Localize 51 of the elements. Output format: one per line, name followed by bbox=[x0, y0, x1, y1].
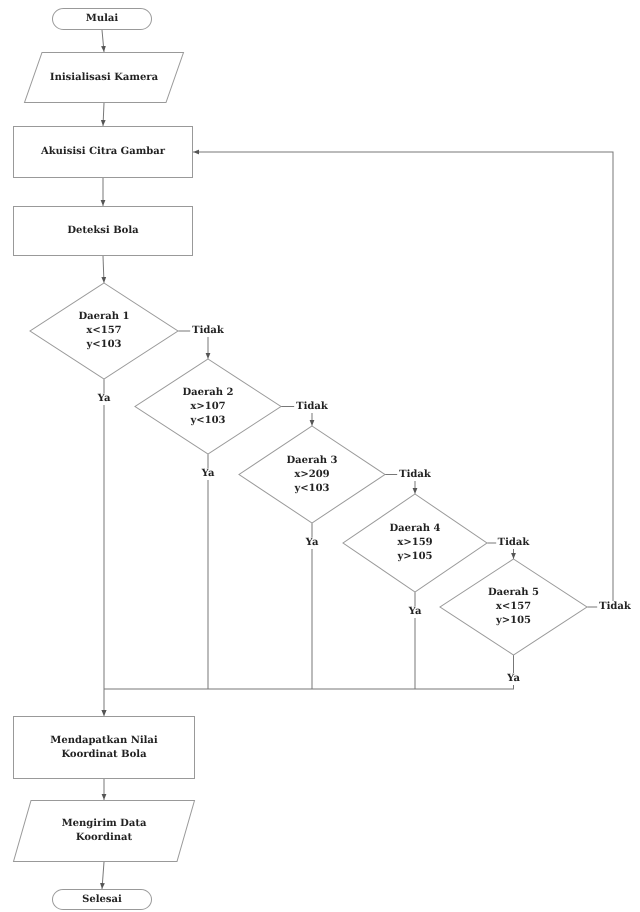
node-text: x<157 bbox=[496, 600, 532, 614]
node-text: Selesai bbox=[82, 892, 122, 906]
node-text: x<157 bbox=[86, 324, 122, 338]
node-text: Mendapatkan Nilai Koordinat Bola bbox=[49, 734, 159, 762]
node-text: y<103 bbox=[190, 414, 226, 428]
arrow bbox=[101, 256, 106, 284]
node-text: Daerah 3 bbox=[286, 454, 338, 468]
node-text: Deteksi Bola bbox=[67, 224, 139, 238]
terminal-shape bbox=[52, 8, 152, 30]
process-box bbox=[13, 716, 195, 779]
process-box bbox=[13, 126, 193, 178]
edge-label: Ya bbox=[304, 537, 320, 549]
decision-diamond bbox=[30, 283, 178, 379]
node-text: x>159 bbox=[397, 536, 433, 550]
decision-diamond bbox=[239, 426, 385, 523]
edge-label: Ya bbox=[406, 606, 424, 618]
edge-label: Tidak bbox=[496, 537, 532, 549]
edge-label: Ya bbox=[505, 673, 522, 685]
node-text: y>105 bbox=[397, 550, 433, 564]
edge-label: Tidak bbox=[294, 400, 330, 412]
edge-label: Ya bbox=[96, 393, 112, 405]
arrow bbox=[102, 654, 514, 716]
node-text: Mengirim Data Koordinat bbox=[60, 817, 148, 845]
arrow bbox=[102, 778, 106, 800]
terminal-shape bbox=[52, 889, 152, 910]
node-text: x>209 bbox=[294, 468, 330, 482]
arrow bbox=[192, 150, 614, 608]
node-text: y<103 bbox=[294, 482, 330, 496]
node-text: Daerah 4 bbox=[390, 522, 440, 536]
decision-diamond bbox=[135, 359, 281, 454]
node-text: Akuisisi Citra Gambar bbox=[40, 145, 166, 159]
edge-label: Tidak bbox=[190, 325, 226, 337]
node-text: y>105 bbox=[496, 614, 532, 628]
arrow bbox=[101, 30, 106, 52]
io-parallelogram bbox=[13, 800, 195, 862]
arrow bbox=[100, 862, 105, 890]
arrow bbox=[100, 178, 106, 206]
arrow bbox=[100, 102, 106, 126]
node-text: Mulai bbox=[86, 12, 118, 26]
node-text: Daerah 1 bbox=[78, 310, 130, 324]
decision-diamond bbox=[440, 559, 587, 655]
process-box bbox=[13, 206, 193, 256]
node-text: Daerah 5 bbox=[488, 586, 539, 600]
node-text: Daerah 2 bbox=[182, 386, 234, 400]
edge-label: Tidak bbox=[397, 468, 433, 480]
node-text: Inisialisasi Kamera bbox=[50, 70, 158, 84]
edge-label: Ya bbox=[200, 468, 216, 480]
node-text: y<103 bbox=[86, 338, 122, 352]
node-text: x>107 bbox=[190, 400, 226, 414]
decision-diamond bbox=[343, 494, 487, 592]
io-parallelogram bbox=[24, 52, 184, 103]
